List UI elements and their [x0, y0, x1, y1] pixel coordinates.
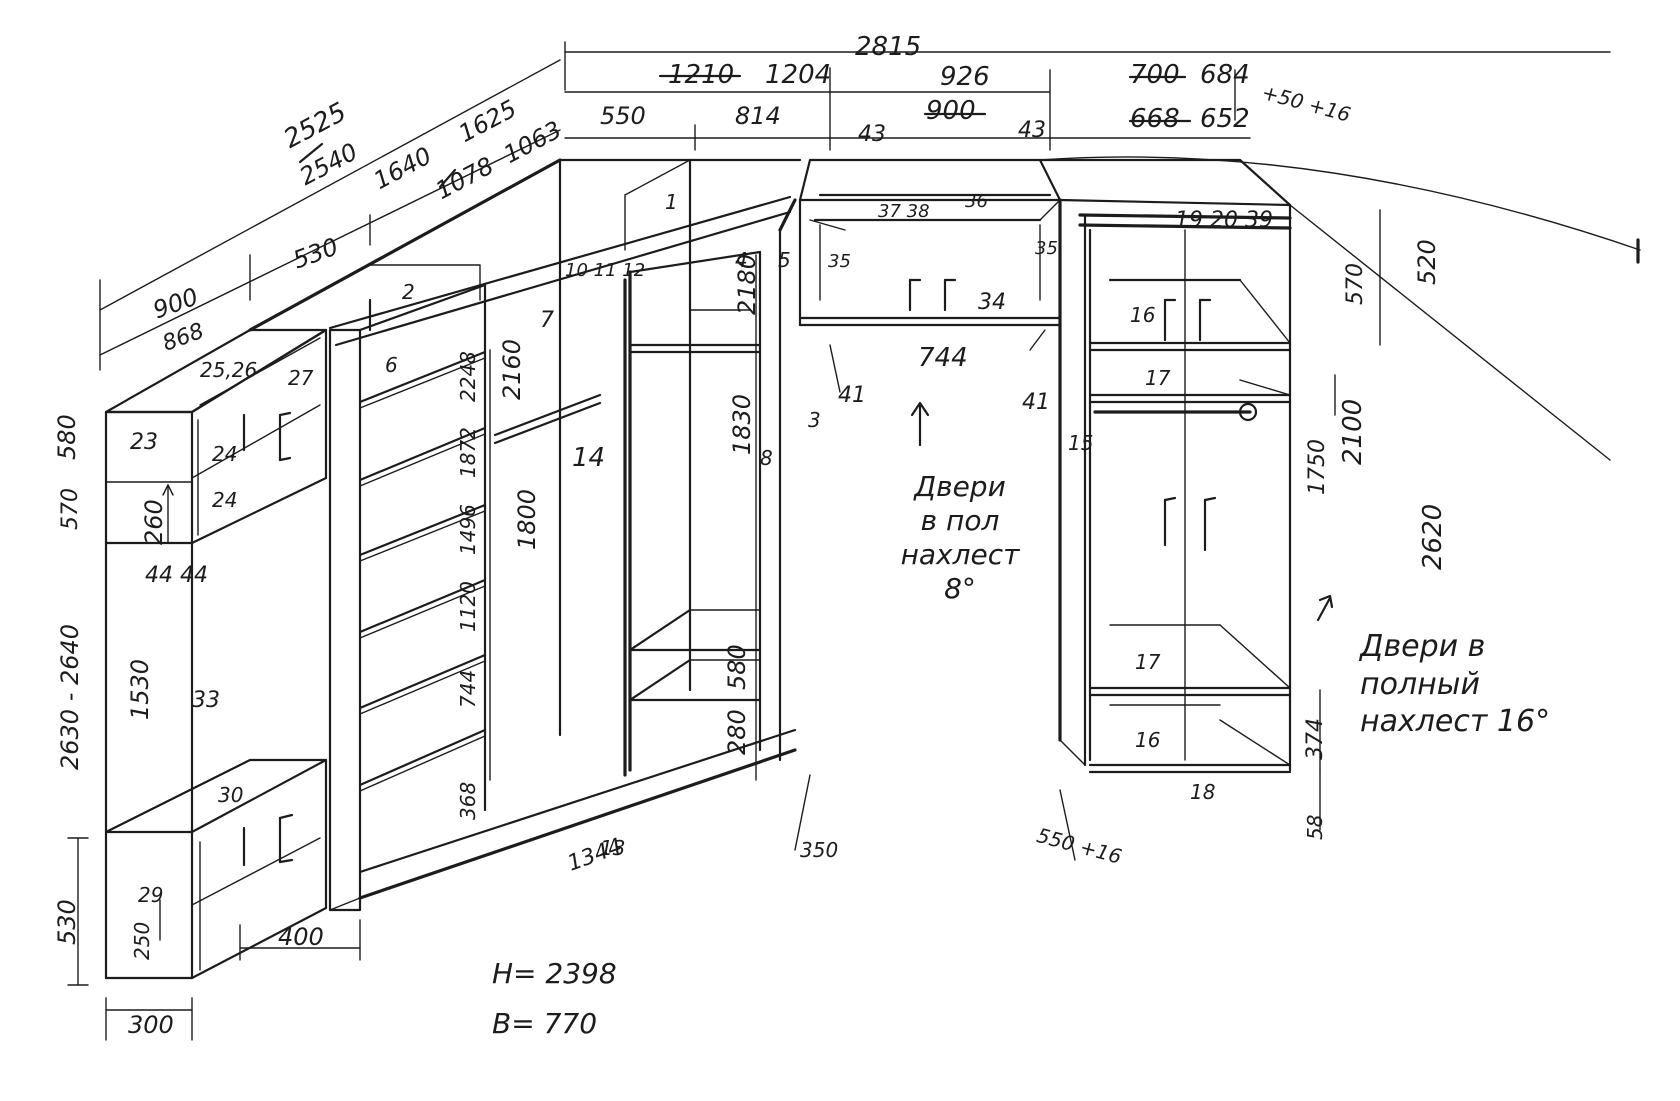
dim-right-b: 684: [1200, 60, 1250, 90]
dim-height-1530: 1530: [126, 658, 154, 720]
part-10-11-12: 10 11 12: [565, 260, 646, 281]
dim-h-2100: 2100: [1338, 398, 1368, 465]
part-5: 5: [778, 248, 791, 272]
right-unit: [1038, 158, 1334, 774]
dim-mid-left: 550: [600, 102, 646, 130]
middle-unit: [248, 158, 802, 912]
part-19-20-39: 19 20 39: [1175, 208, 1273, 233]
part-18: 18: [1190, 780, 1216, 804]
door-note-2-line-3: нахлест 16°: [1360, 704, 1551, 739]
corner-unit: [798, 158, 1062, 447]
dim-44: 44: [180, 563, 208, 588]
part-16b: 16: [1135, 728, 1161, 752]
door-note-1: Двери в пол нахлест 8°: [870, 470, 1050, 607]
dim-h-368: 368: [456, 781, 480, 820]
part-14: 14: [572, 443, 606, 473]
part-17b: 17: [1135, 650, 1161, 674]
dim-height-250: 250: [130, 921, 154, 960]
part-24a: 24: [212, 442, 238, 466]
dim-overall: 2815: [855, 32, 922, 62]
dim-d-350: 350: [800, 838, 839, 862]
dim-h-2160: 2160: [498, 338, 526, 400]
dim-gap-left: 43: [858, 122, 886, 147]
part-41a: 41: [838, 383, 866, 408]
part-8: 8: [760, 446, 773, 470]
part-44: 44: [145, 563, 173, 588]
dim-h-280: 280: [723, 709, 751, 755]
part-34: 34: [978, 290, 1006, 315]
dim-h-570: 570: [1343, 263, 1368, 305]
part-37-38: 37 38: [878, 201, 930, 222]
part-15: 15: [1068, 431, 1094, 455]
dim-corner-a: 926: [940, 62, 990, 92]
left-unit: [104, 328, 328, 980]
dim-h-1496: 1496: [456, 504, 480, 555]
door-note-1-line-1: Двери: [914, 470, 1006, 503]
dim-depth-b: 570: [58, 488, 83, 530]
dim-right-d: 652: [1200, 104, 1250, 134]
dim-w-744: 744: [918, 343, 968, 373]
height-total: H= 2398: [492, 957, 617, 990]
dim-h-580: 580: [723, 644, 751, 690]
door-note-2-line-2: полный: [1360, 666, 1480, 702]
part-35a: 35: [828, 251, 851, 272]
part-24b: 24: [212, 488, 238, 512]
part-29: 29: [138, 883, 164, 907]
part-1: 1: [665, 190, 678, 214]
part-23: 23: [130, 430, 158, 455]
dim-height-530: 530: [53, 899, 81, 945]
dim-mid-a: 1210: [668, 60, 735, 90]
part-13: 13: [600, 836, 626, 860]
dim-height-260: 260: [140, 499, 168, 545]
part-25-26: 25,26: [200, 358, 258, 382]
part-2: 2: [402, 280, 415, 304]
part-35b: 35: [1035, 238, 1058, 259]
dim-h-1120: 1120: [456, 581, 480, 632]
door-note-1-line-2: в пол: [920, 504, 1000, 538]
dim-h-2620: 2620: [1418, 503, 1448, 570]
part-6: 6: [385, 353, 398, 377]
dim-gap-right: 43: [1018, 118, 1046, 143]
dim-right-c: 668: [1130, 104, 1180, 134]
door-note-1-line-3: нахлест: [900, 538, 1020, 572]
part-4: 4: [735, 248, 748, 272]
part-7: 7: [540, 308, 554, 333]
dim-h-374: 374: [1303, 718, 1328, 760]
part-33: 33: [192, 688, 220, 713]
dim-h-1750: 1750: [1305, 439, 1330, 495]
dim-h-744: 744: [456, 669, 480, 708]
part-36: 36: [965, 191, 988, 212]
dim-depth-a: 580: [53, 414, 81, 460]
dim-mid-b: 1204: [765, 60, 832, 90]
door-note-1-line-4: 8°: [944, 572, 976, 606]
door-note-2-line-1: Двери в: [1360, 629, 1486, 664]
dim-h-2248: 2248: [456, 351, 480, 402]
dim-h-1800: 1800: [513, 488, 541, 550]
dimension-lines: [67, 41, 1641, 1041]
dim-h-1830: 1830: [728, 393, 756, 455]
part-3: 3: [808, 408, 821, 432]
part-41b: 41: [1022, 390, 1050, 415]
dim-h-520: 520: [1413, 239, 1441, 285]
dim-h-1872: 1872: [456, 427, 480, 478]
part-30: 30: [218, 783, 244, 807]
dim-height-range: 2630 - 2640: [56, 623, 84, 770]
dim-width-400: 400: [278, 923, 324, 951]
dim-width-300: 300: [128, 1011, 174, 1039]
part-16a: 16: [1130, 303, 1156, 327]
dim-right-a: 700: [1130, 60, 1180, 90]
dim-mid-right: 814: [735, 102, 781, 130]
strike-marks: [298, 74, 1192, 189]
part-27: 27: [288, 366, 314, 390]
width-total: B= 770: [492, 1007, 598, 1040]
part-17a: 17: [1145, 366, 1171, 390]
dim-corner-b: 900: [926, 96, 976, 126]
dim-h-58: 58: [1303, 814, 1327, 840]
door-note-2: Двери в полный нахлест 16°: [1360, 628, 1580, 741]
